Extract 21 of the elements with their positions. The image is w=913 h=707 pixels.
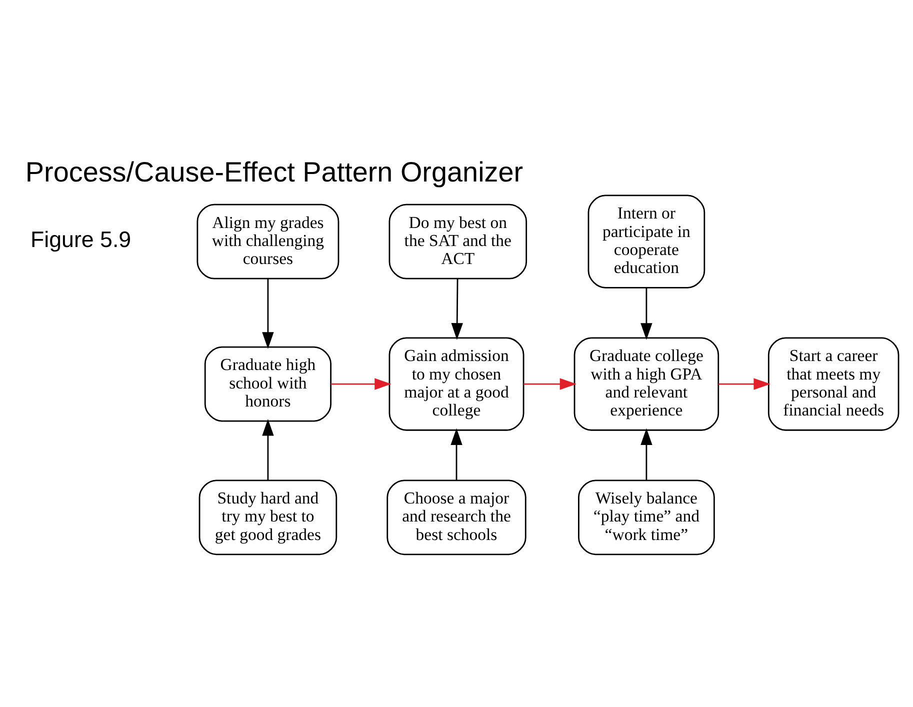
node-box: Do my best on the SAT and the ACT (388, 203, 528, 279)
arrow (640, 428, 652, 480)
label: Figure 5.9 (30, 226, 132, 252)
arrow (330, 378, 392, 390)
node-box: Gain admission to my chosen major at a good college (388, 336, 524, 430)
node-box: Graduate college with a high GPA and relevant experience (574, 336, 720, 430)
arrow (262, 418, 274, 480)
node-box: Start a career that meets my personal and financial needs (768, 336, 900, 430)
node-box: Align my grades with challenging courses (196, 203, 340, 279)
arrow (451, 278, 463, 340)
arrow (640, 287, 652, 340)
arrow (718, 378, 770, 390)
node-box: Study hard and try my best to get good grades (198, 479, 338, 555)
diagram-title: Process/Cause-Effect Pattern Organizer (25, 156, 524, 188)
arrow (450, 428, 462, 480)
node-box: Graduate high school with honors (204, 346, 332, 422)
node-box: Wisely balance “play time” and “work time” (578, 479, 715, 555)
arrow (524, 378, 577, 390)
node-box: Intern or participate in cooperate education (588, 194, 706, 288)
node-box: Choose a major and research the best schools (386, 479, 526, 555)
arrow (262, 278, 274, 348)
